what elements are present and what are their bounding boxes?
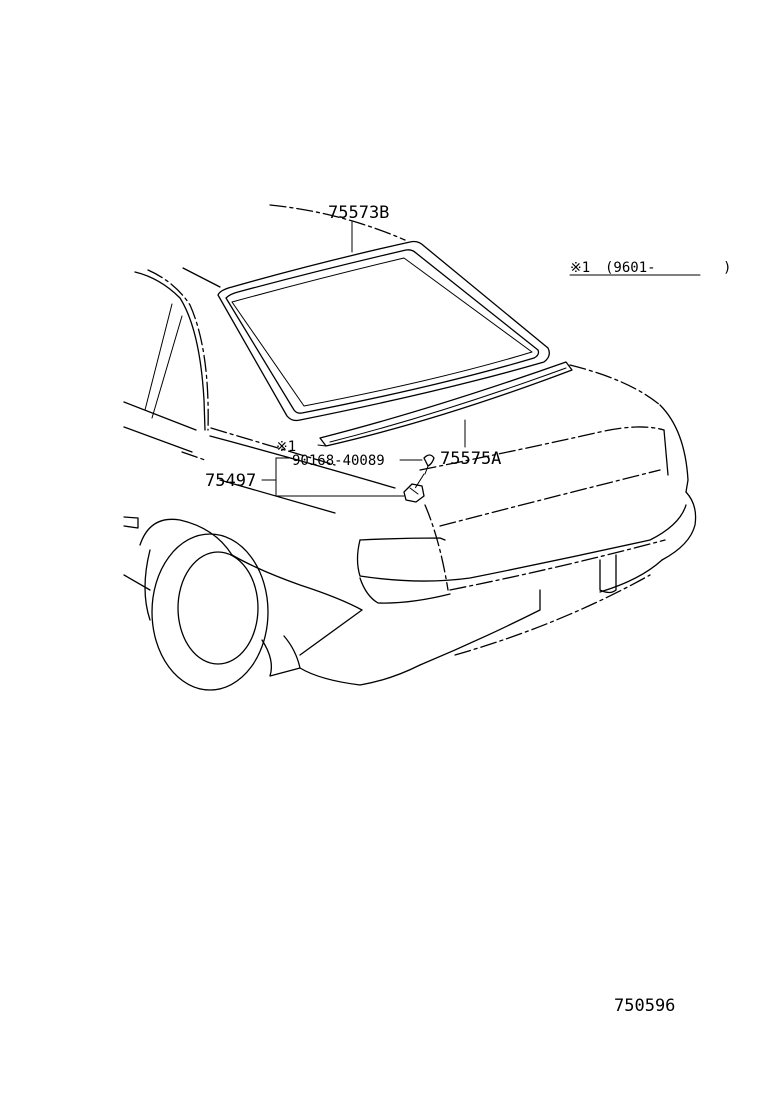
lower-molding-75575A (317, 361, 573, 447)
note-mark: ※1 (570, 260, 590, 276)
label-75497: 75497 (205, 471, 256, 491)
label-90168-40089: 90168-40089 (292, 453, 385, 469)
car-body (123, 204, 697, 691)
clip-note-mark: ※1 (276, 439, 296, 455)
leader-lines (261, 221, 701, 497)
label-75573b: 75573B (328, 203, 389, 223)
rear-window (217, 240, 550, 422)
retainer-75497 (403, 483, 425, 503)
label-75575a: 75575A (440, 449, 501, 469)
clip-90168-40089 (413, 454, 435, 491)
note-range: (9601- ) (605, 260, 731, 276)
figure-id: 750596 (614, 996, 675, 1016)
